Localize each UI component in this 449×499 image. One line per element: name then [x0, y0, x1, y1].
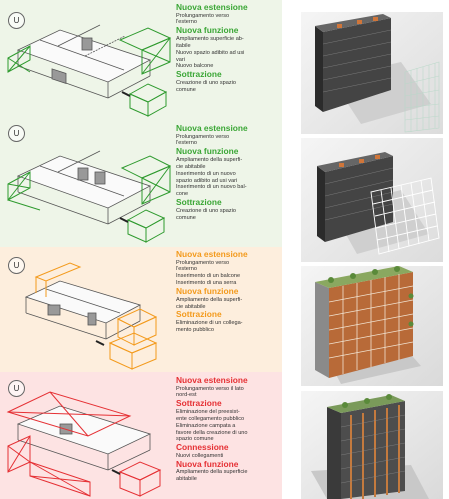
text-line: spazio comune	[176, 436, 214, 443]
text-line: spazio adibito ad usi vari	[176, 177, 238, 184]
scenario-panel-3: U Nuova estensione Prolungamento verso	[0, 247, 282, 372]
text-line: Inserimento di una serra	[176, 280, 237, 287]
text-line: Creazione di uno spazio	[176, 207, 237, 214]
text-line: itabile	[176, 42, 191, 49]
heading: Nuova funzione	[176, 25, 239, 36]
axonometric-diagram-2	[7, 150, 172, 243]
text-line: ente collegamento pubblico	[176, 415, 245, 422]
text-line: Nuovi collegamenti	[176, 452, 224, 459]
text-line: l'esterno	[176, 266, 197, 273]
building-render-4	[301, 391, 443, 499]
heading: Sottrazione	[176, 398, 222, 409]
heading: Nuova estensione	[176, 123, 248, 133]
text-line: Ampliamento della superficie	[176, 469, 248, 476]
text-line: Inserimento di un nuovo bal-	[176, 184, 247, 191]
text-line: cie abitabile	[176, 303, 206, 310]
text-line: Creazione di uno spazio	[176, 79, 237, 86]
text-line: Ampliamento superficie ab-	[176, 35, 244, 42]
text-line: Prolungamento verso	[176, 133, 230, 140]
text-line: Inserimento di un nuovo	[176, 170, 236, 177]
heading: Sottrazione	[176, 309, 222, 320]
text-line: Inserimento di un balcone	[176, 273, 241, 280]
u-badge: U	[8, 380, 25, 397]
axonometric-diagram-4	[6, 391, 162, 497]
heading: Sottrazione	[176, 197, 222, 208]
text-line: Ampliamento della superfi-	[176, 296, 243, 303]
text-line: Eliminazione campata a	[176, 422, 236, 429]
text-line: nord-est	[176, 392, 197, 399]
text-line: Prolungamento verso	[176, 12, 230, 19]
legend-text-3: Nuova estensione Prolungamento verso l'e…	[176, 249, 278, 334]
scenario-panel-1: U Nuova estensione Prolun	[0, 0, 282, 120]
heading: Sottrazione	[176, 69, 222, 80]
text-line: Eliminazione del preesist-	[176, 408, 240, 415]
building-render-3	[301, 266, 443, 386]
legend-text-1: Nuova estensione Prolungamento verso l'e…	[176, 2, 278, 94]
text-line: comune	[176, 214, 196, 221]
text-line: Ampliamento della superfi-	[176, 156, 243, 163]
text-line: Eliminazione di un collega-	[176, 319, 243, 326]
text-line: favore della creazione di uno	[176, 429, 248, 436]
text-line: comune	[176, 86, 196, 93]
text-line: l'esterno	[176, 19, 197, 26]
heading: Connessione	[176, 442, 229, 453]
text-line: vari	[176, 56, 186, 63]
axonometric-diagram-3	[24, 262, 158, 370]
heading: Nuova funzione	[176, 458, 239, 469]
heading: Nuova estensione	[176, 2, 248, 12]
heading: Nuova funzione	[176, 286, 239, 297]
legend-text-2: Nuova estensione Prolungamento verso l'e…	[176, 123, 278, 222]
u-badge: U	[8, 12, 25, 29]
building-render-1	[301, 12, 443, 134]
u-badge: U	[8, 125, 25, 142]
text-line: cie abitabile	[176, 163, 206, 170]
text-line: mento pubblico	[176, 326, 214, 333]
text-line: abitabile	[176, 476, 197, 483]
scenario-panel-4: U Nuova estensione Prolungamento verso i…	[0, 372, 282, 499]
axonometric-diagram-1	[7, 24, 172, 117]
text-line: l'esterno	[176, 140, 197, 147]
text-line: Prolungamento verso il lato	[176, 385, 244, 392]
text-line: Nuovo balcone	[176, 63, 214, 70]
legend-text-4: Nuova estensione Prolungamento verso il …	[176, 375, 278, 483]
text-line: Prolungamento verso	[176, 259, 230, 266]
building-render-2	[301, 138, 443, 262]
heading: Nuova estensione	[176, 375, 248, 385]
u-badge: U	[8, 257, 25, 274]
heading: Nuova estensione	[176, 249, 248, 259]
heading: Nuova funzione	[176, 146, 239, 157]
text-line: cone	[176, 191, 189, 198]
text-line: Nuovo spazio adibito ad usi	[176, 49, 245, 56]
scenario-panel-2: U Nuova estensione Prolun	[0, 120, 282, 247]
